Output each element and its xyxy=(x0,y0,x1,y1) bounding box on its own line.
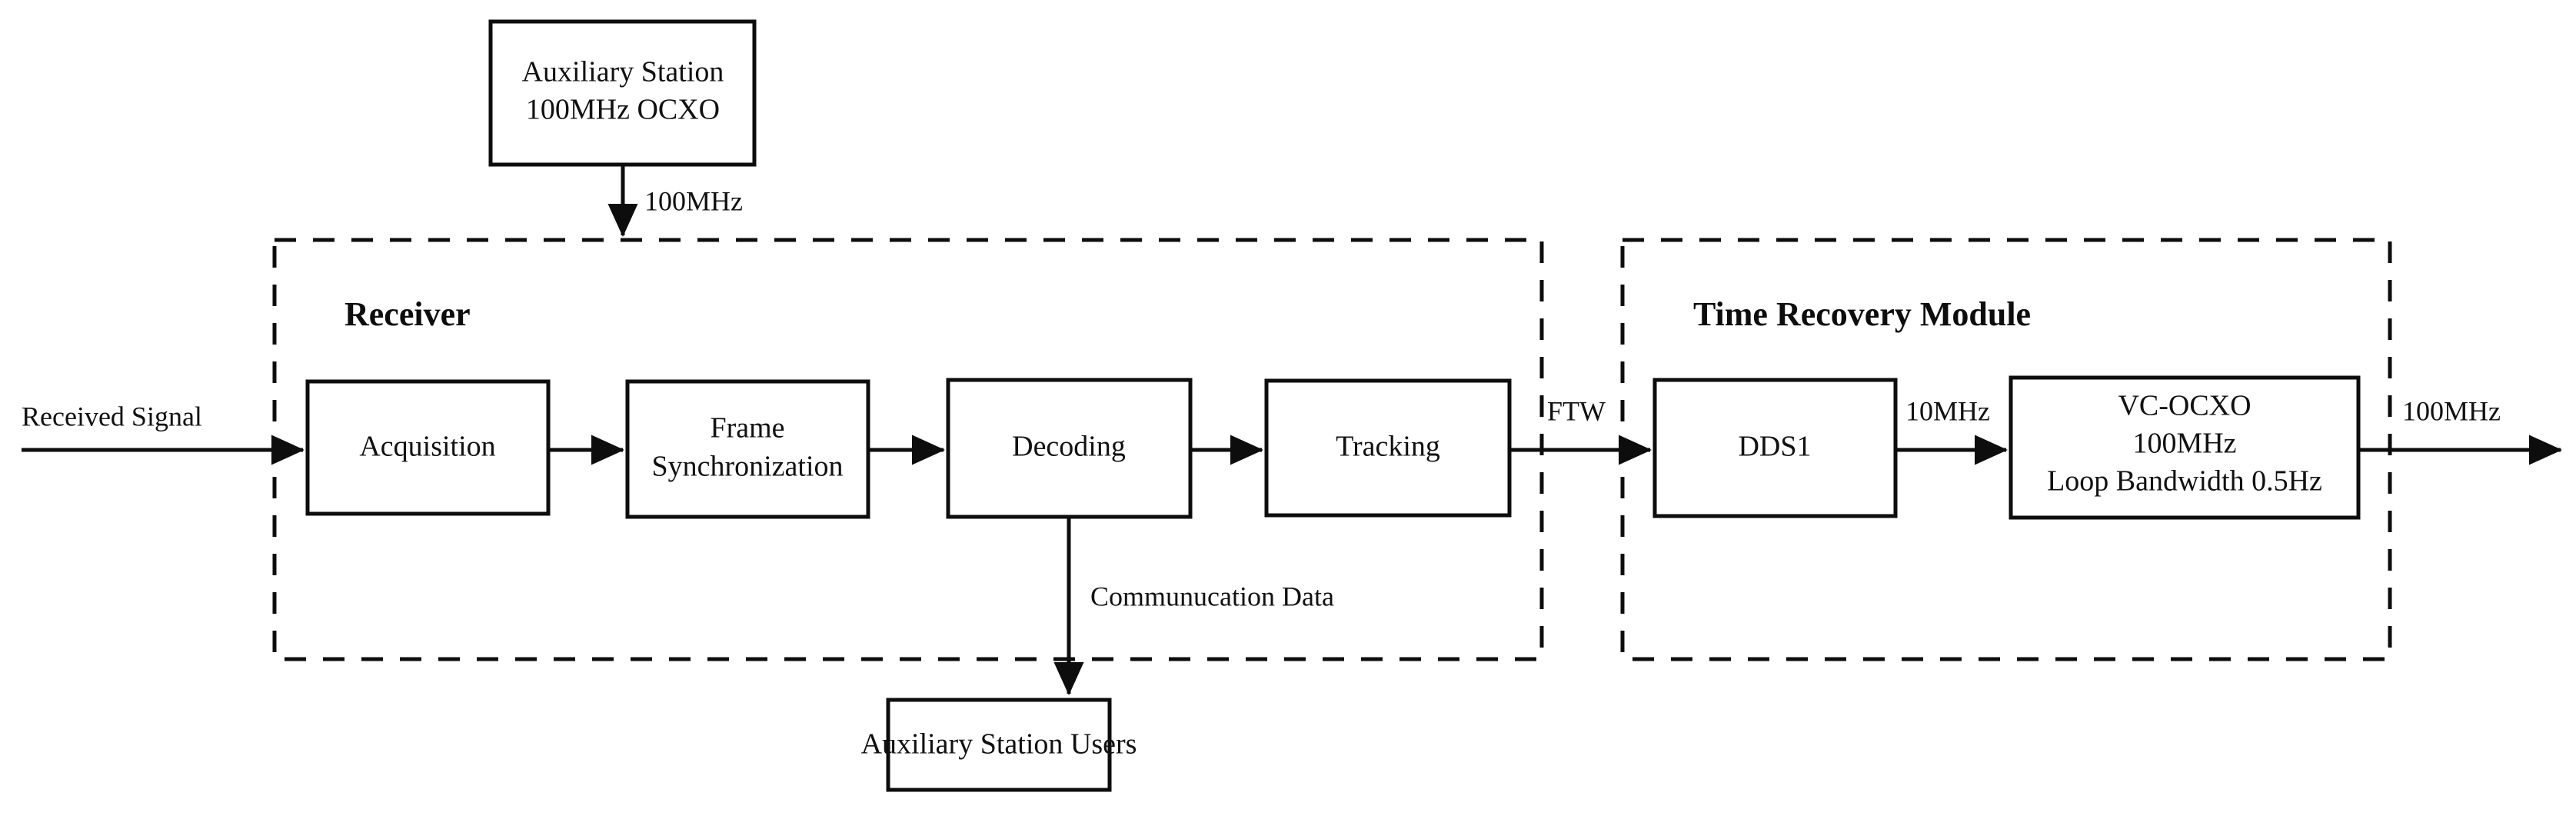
edge-label-communication-data: Communucation Data xyxy=(1090,581,1334,611)
edge-label-final-out: 100MHz xyxy=(2402,395,2501,426)
block-auxiliary-station-users-label: Auxiliary Station Users xyxy=(861,728,1137,761)
block-auxiliary-station xyxy=(488,19,757,167)
edge-label-received-signal: Received Signal xyxy=(22,401,202,431)
block-vc-ocxo-line-3: Loop Bandwidth 0.5Hz xyxy=(2047,465,2322,498)
edge-label-dds-out: 10MHz xyxy=(1905,395,1990,426)
block-frame-synchronization-line-2: Synchronization xyxy=(651,451,843,483)
block-acquisition xyxy=(305,379,551,516)
edge-label-ftw: FTW xyxy=(1547,395,1606,426)
block-frame-synchronization xyxy=(625,379,870,519)
block-decoding-label: Decoding xyxy=(1012,431,1126,463)
block-auxiliary-station-line-1: Auxiliary Station xyxy=(522,56,724,88)
block-frame-synchronization-line-1: Frame xyxy=(710,412,784,445)
time-recovery-group-heading: Time Recovery Module xyxy=(1693,295,2031,333)
edge-label-aux-clock: 100MHz xyxy=(644,185,743,216)
block-vc-ocxo-line-2: 100MHz xyxy=(2132,428,2236,460)
block-auxiliary-station-line-2: 100MHz OCXO xyxy=(526,94,720,126)
block-auxiliary-station-users xyxy=(886,698,1112,792)
receiver-group-heading: Receiver xyxy=(344,295,471,333)
block-vc-ocxo-line-1: VC-OCXO xyxy=(2118,390,2251,422)
block-dds1-label: DDS1 xyxy=(1738,431,1811,463)
block-tracking-label: Tracking xyxy=(1336,431,1440,463)
block-tracking xyxy=(1264,378,1512,518)
block-acquisition-label: Acquisition xyxy=(359,431,495,463)
block-vc-ocxo xyxy=(2009,375,2361,520)
